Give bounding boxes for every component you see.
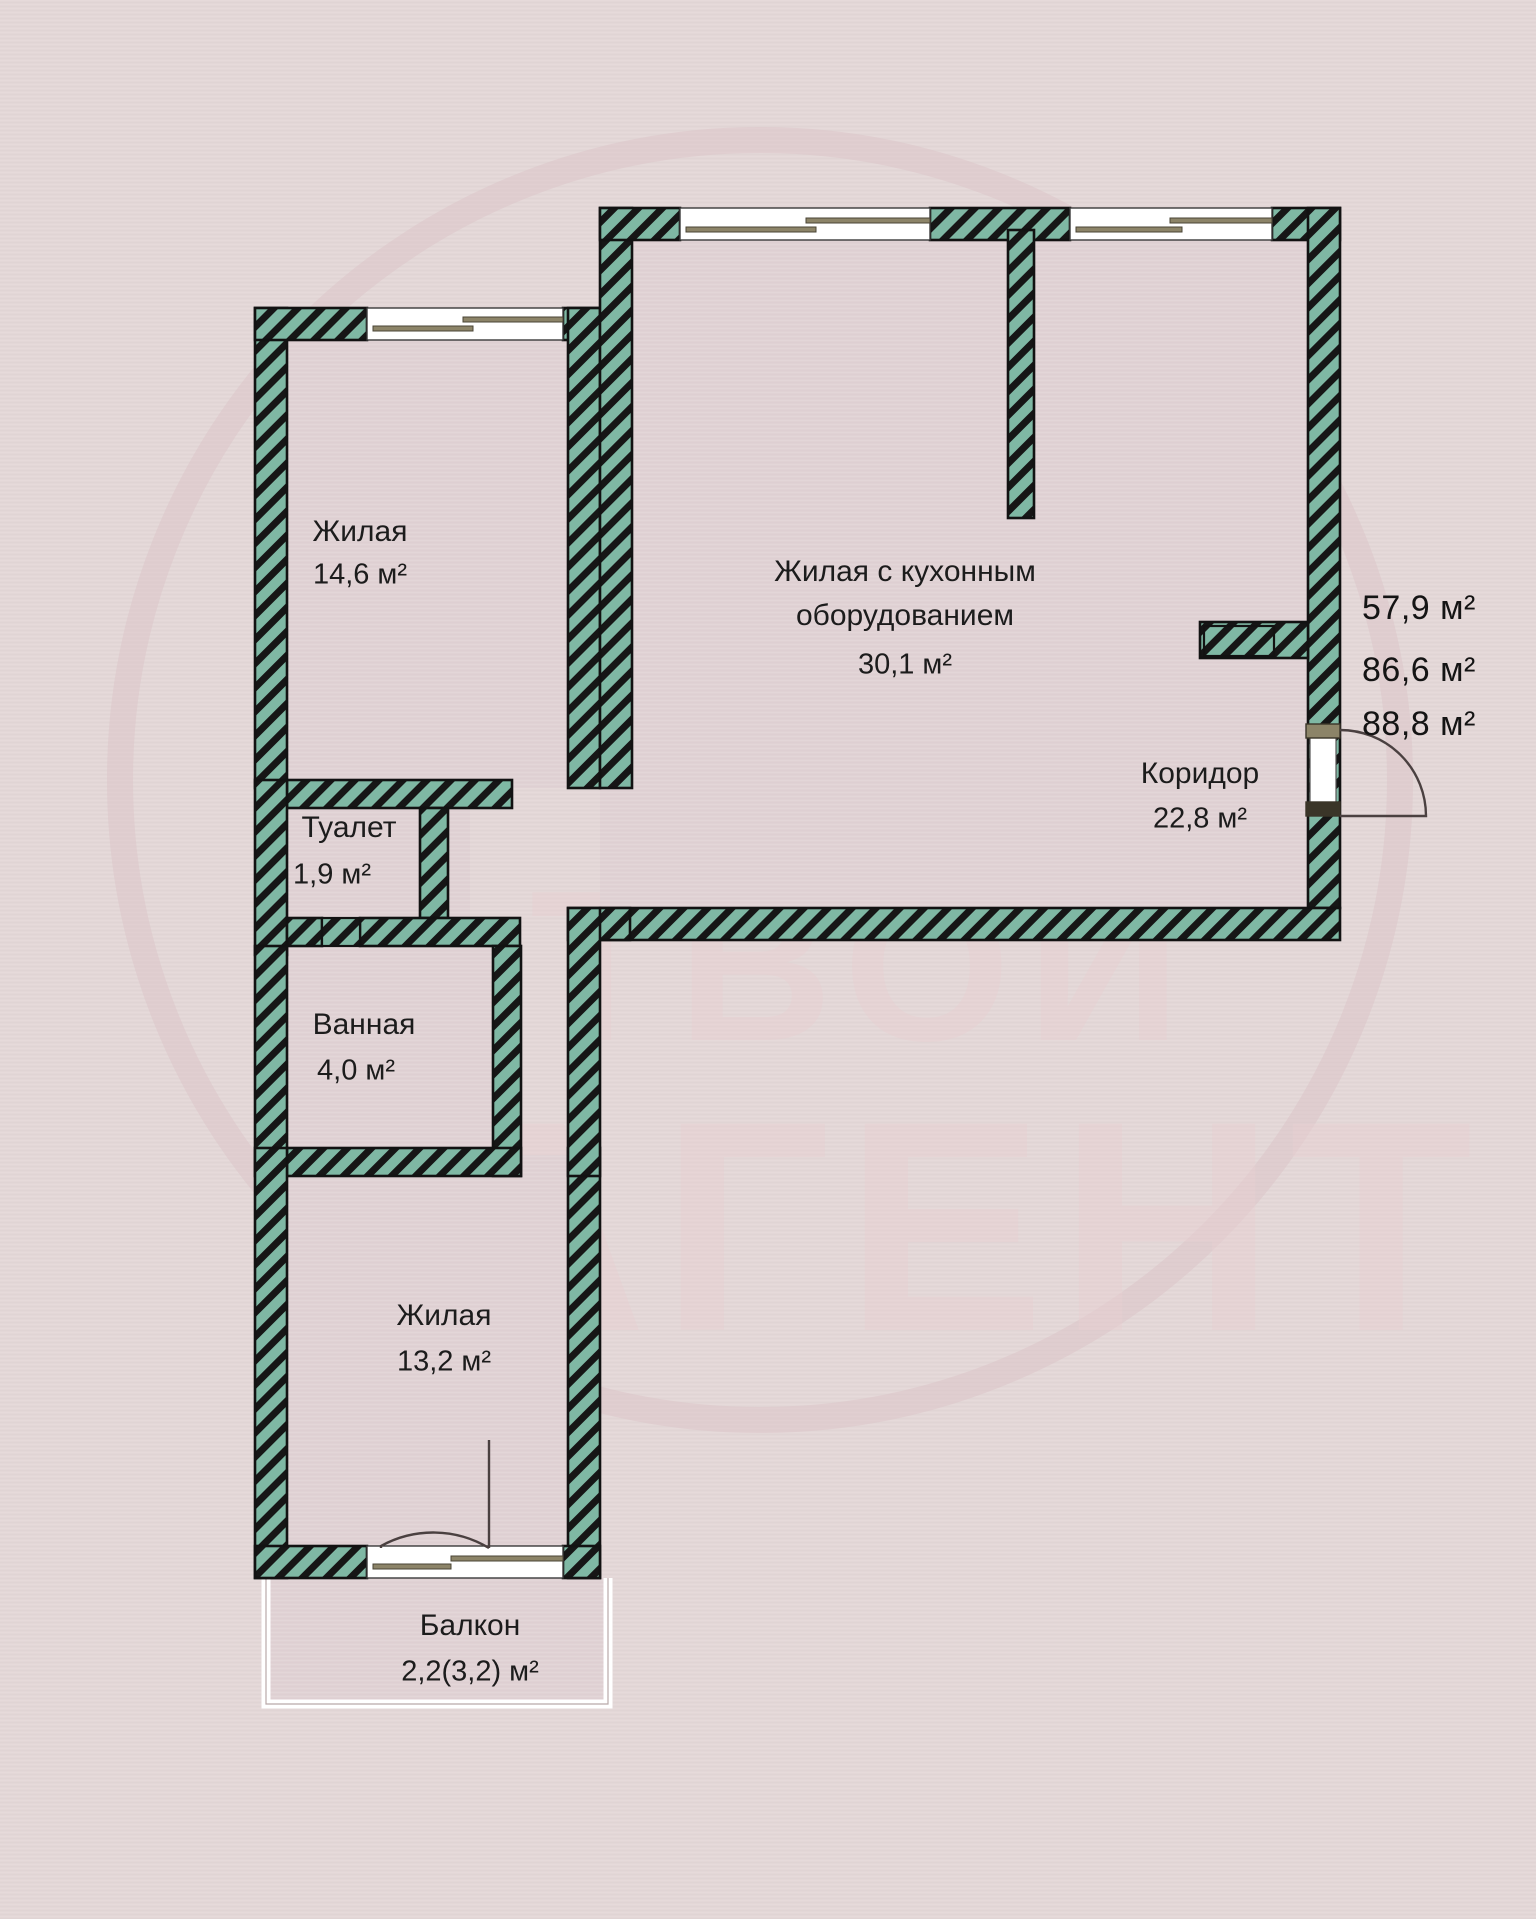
wall-left-exterior-lower <box>253 1146 289 1580</box>
door-balcony-swing <box>379 1440 491 1550</box>
floor-corridor <box>1020 208 1340 908</box>
floor-balcony <box>262 1578 607 1700</box>
label-living-2-name: Жилая <box>397 1299 492 1332</box>
total-area: 86,6 м² <box>1362 651 1476 689</box>
wall-topleft-top-left-seg <box>253 306 369 342</box>
floor-living-2 <box>255 1155 600 1575</box>
label-living-kitchen-name-line1: Жилая с кухонным <box>774 555 1036 588</box>
room-floors <box>255 208 1340 1700</box>
label-living-1-name: Жилая <box>313 515 408 548</box>
total-area-with-balcony: 88,8 м² <box>1362 705 1476 743</box>
wall-mid-vertical-connector <box>566 906 602 1178</box>
windows-group <box>366 207 1273 1579</box>
wall-bathroom-bottom <box>285 1146 523 1178</box>
window-kitchen-left <box>679 207 931 241</box>
balcony-outline <box>261 1578 613 1709</box>
label-toilet-name: Туалет <box>302 811 397 844</box>
door-entrance <box>1305 723 1428 818</box>
door-corridor-niche <box>1202 624 1276 658</box>
window-living-1 <box>366 307 564 341</box>
wall-kitchen-top-seg-1 <box>598 206 682 242</box>
wall-toilet-bottom-left <box>285 916 324 948</box>
wall-topleft-right <box>566 306 602 790</box>
wall-living2-bottom-right <box>561 1544 602 1580</box>
watermark-line-2: АГЕНТ <box>430 1058 1487 1394</box>
floor-living-kitchen <box>600 208 1020 908</box>
wall-bathroom-right <box>491 944 523 1178</box>
total-living-area: 57,9 м² <box>1362 589 1476 627</box>
wall-kitchen-left-exterior <box>598 206 634 790</box>
wall-toilet-top <box>285 778 514 810</box>
door-toilet-opening <box>320 916 362 948</box>
room-labels-group: Жилая 14,6 м² Жилая с кухонным оборудова… <box>293 515 1259 1688</box>
total-areas-group: 57,9 м² 86,6 м² 88,8 м² <box>1362 589 1476 743</box>
wall-left-exterior-toilet <box>253 778 289 957</box>
wall-living2-right <box>566 1146 602 1580</box>
label-balcony-area: 2,2(3,2) м² <box>401 1656 539 1688</box>
label-living-1-area: 14,6 м² <box>313 559 407 591</box>
wall-toilet-bottom-right <box>358 916 522 948</box>
label-toilet-area: 1,9 м² <box>293 859 371 891</box>
label-balcony-name: Балкон <box>420 1609 521 1642</box>
wall-left-exterior-upper <box>253 306 289 790</box>
floor-living-1 <box>255 308 600 788</box>
doors-group <box>320 624 1428 1550</box>
wall-living2-bottom-left <box>253 1544 369 1580</box>
wall-corridor-bottom <box>598 906 1342 942</box>
wall-kitchen-top-pier <box>928 206 1072 242</box>
window-corridor-top <box>1069 207 1273 241</box>
label-corridor-area: 22,8 м² <box>1153 803 1247 835</box>
label-living-2-area: 13,2 м² <box>397 1346 491 1378</box>
window-balcony-door <box>366 1545 564 1579</box>
label-bathroom-area: 4,0 м² <box>317 1055 395 1087</box>
wall-kitchen-corridor-partition <box>1006 228 1036 520</box>
label-living-kitchen-area: 30,1 м² <box>858 649 952 681</box>
wall-left-exterior-bath <box>253 944 289 1178</box>
label-corridor-name: Коридор <box>1141 757 1259 790</box>
floor-bathroom <box>255 940 520 1155</box>
wall-toilet-right <box>418 806 450 920</box>
label-living-kitchen-name-line2: оборудованием <box>796 599 1014 632</box>
label-bathroom-name: Ванная <box>313 1008 416 1041</box>
